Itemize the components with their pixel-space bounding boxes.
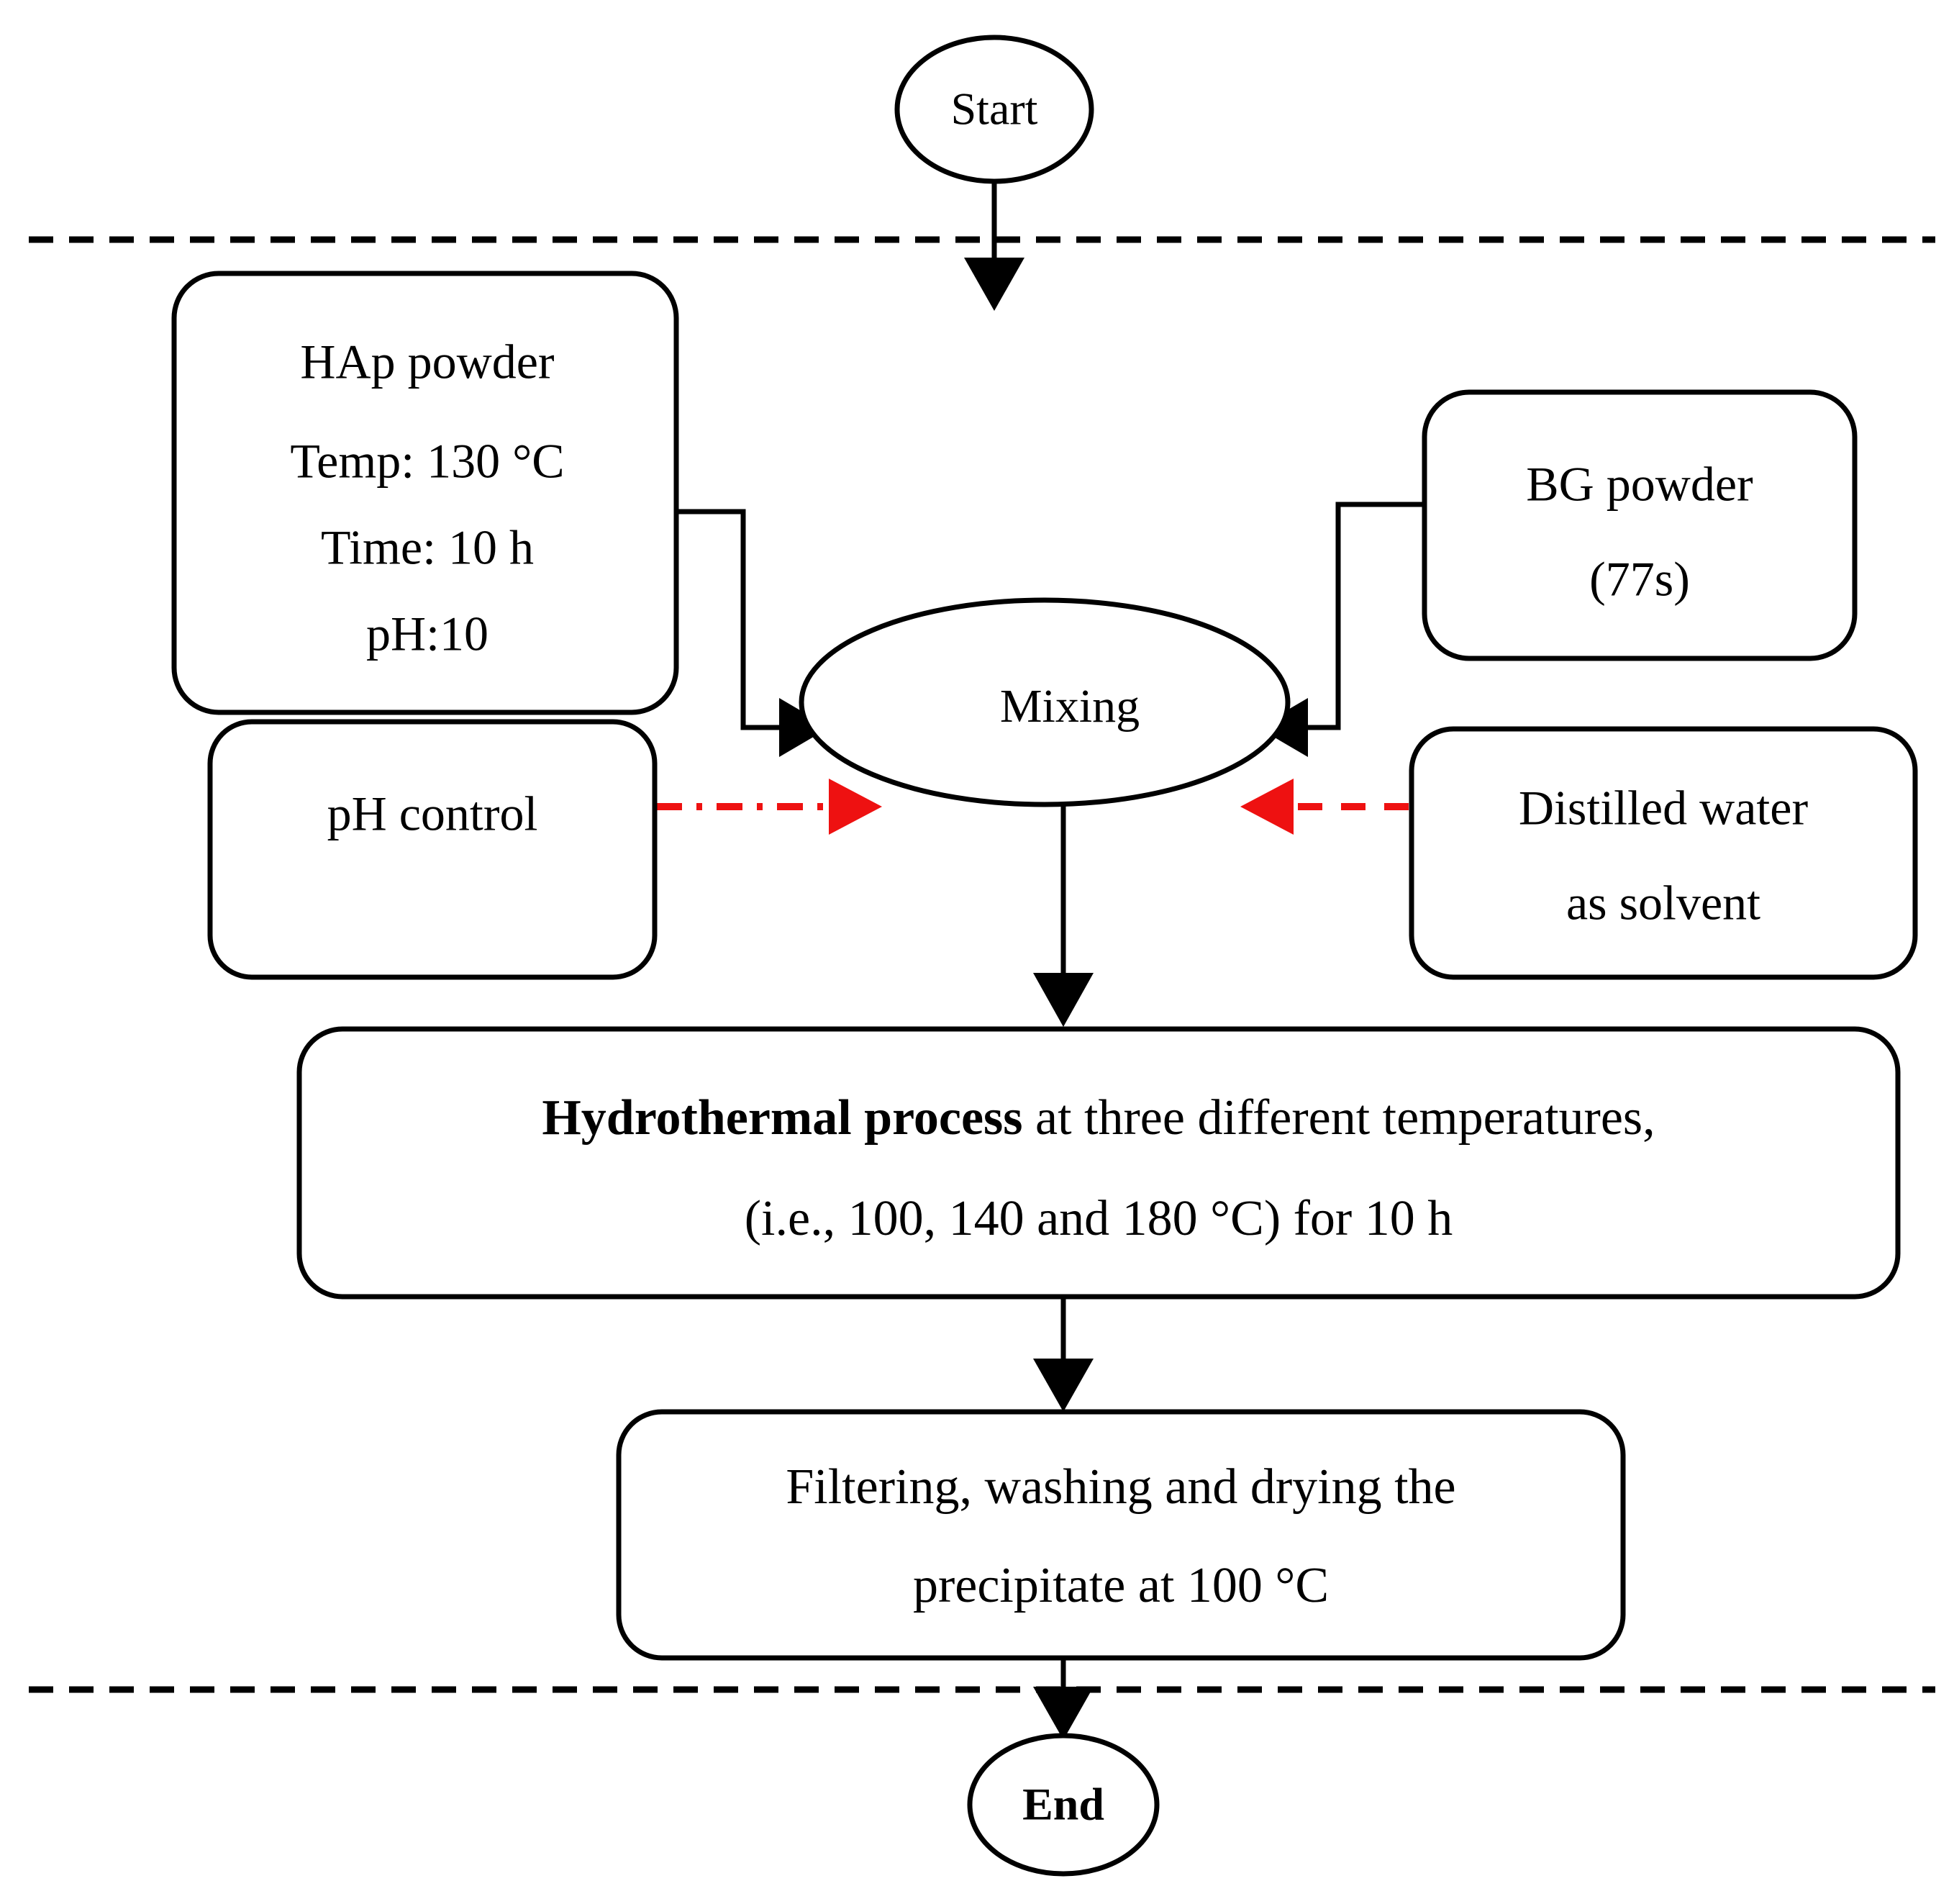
start-label: Start <box>951 83 1038 135</box>
distilled-water-box-shape <box>1409 726 1918 980</box>
hydrothermal-bold-phrase: Hydrothermal process <box>542 1090 1022 1146</box>
node-distilled-water[interactable]: Distilled water as solvent <box>1409 726 1918 980</box>
distilled-water-line-2: as solvent <box>1566 876 1760 930</box>
start-ellipse-shape <box>894 35 1094 184</box>
connector-mixing-to-hydrothermal-arrowhead <box>1033 973 1094 1027</box>
connector-filtering-to-end-arrowhead <box>1033 1687 1094 1740</box>
ph-control-box-shape <box>207 719 658 980</box>
connector-ph-to-mixing-arrowhead <box>829 779 882 835</box>
node-hap-powder[interactable]: HAp powder Temp: 130 °C Time: 10 h pH:10 <box>171 271 679 715</box>
node-ph-control[interactable]: pH control <box>207 719 658 980</box>
hydrothermal-line-1: Hydrothermal process at three different … <box>542 1090 1655 1146</box>
hap-powder-line-3: Time: 10 h <box>321 520 534 575</box>
distilled-water-line-1: Distilled water <box>1519 781 1809 835</box>
mixing-ellipse-shape <box>799 597 1291 807</box>
bg-powder-line-2: (77s) <box>1589 552 1690 607</box>
bg-powder-line-1: BG powder <box>1526 457 1753 512</box>
node-end[interactable]: End <box>967 1733 1160 1877</box>
hap-powder-line-1: HAp powder <box>300 335 555 389</box>
connector-hap-to-mixing-arrowhead <box>779 698 830 757</box>
connector-hydrothermal-to-filtering-arrowhead <box>1033 1359 1094 1412</box>
connector-water-to-mixing-arrowhead <box>1240 779 1294 835</box>
node-filtering[interactable]: Filtering, washing and drying the precip… <box>616 1409 1626 1661</box>
hydrothermal-box-shape <box>296 1026 1901 1300</box>
end-ellipse-shape <box>967 1733 1160 1877</box>
bg-powder-box-shape <box>1422 389 1858 661</box>
node-start[interactable]: Start <box>894 35 1094 184</box>
connector-bg-to-mixing-line <box>1288 502 1423 730</box>
filtering-line-1: Filtering, washing and drying the <box>786 1459 1455 1515</box>
filtering-box-shape <box>616 1409 1626 1661</box>
filtering-line-2: precipitate at 100 °C <box>913 1558 1329 1613</box>
end-label: End <box>1022 1779 1104 1830</box>
node-mixing[interactable]: Mixing <box>799 597 1291 807</box>
hydrothermal-line-2: (i.e., 100, 140 and 180 °C) for 10 h <box>745 1191 1453 1246</box>
connector-hap-to-mixing-line <box>676 509 799 730</box>
hap-powder-box-shape <box>171 271 679 715</box>
mixing-label: Mixing <box>1000 680 1140 733</box>
hap-powder-line-2: Temp: 130 °C <box>290 434 564 489</box>
ph-control-label: pH control <box>327 786 538 841</box>
connector-start-to-process-arrowhead <box>964 258 1024 311</box>
hydrothermal-rest-phrase: at three different temperatures, <box>1023 1090 1655 1146</box>
node-hydrothermal-process[interactable]: Hydrothermal process at three different … <box>296 1026 1901 1300</box>
node-bg-powder[interactable]: BG powder (77s) <box>1422 389 1858 661</box>
hap-powder-line-4: pH:10 <box>366 607 488 661</box>
